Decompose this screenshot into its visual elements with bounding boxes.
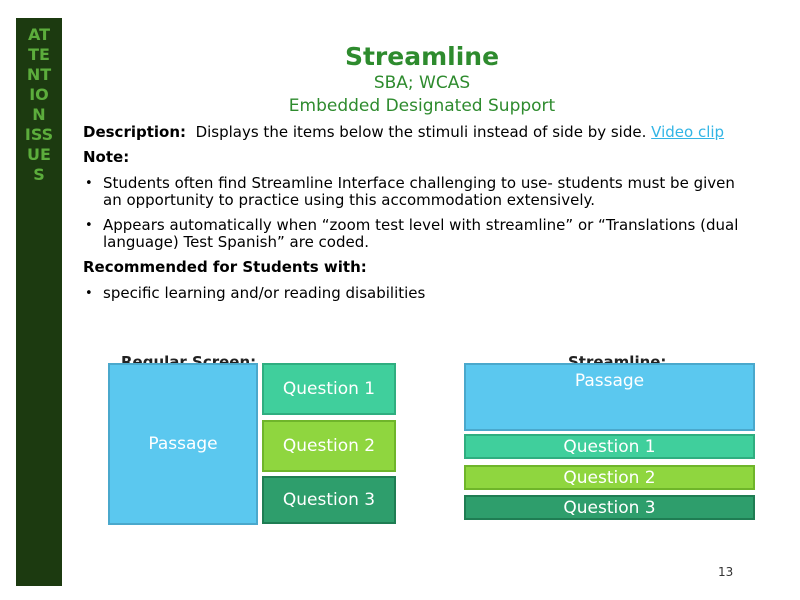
slide-subtitle-tests: SBA; WCAS — [373, 73, 471, 93]
passage-label: Passage — [574, 371, 645, 391]
sidebar-line: S — [33, 165, 45, 184]
regular-question-1-box: Question 1 — [262, 363, 396, 415]
streamline-question-2-box: Question 2 — [464, 465, 755, 490]
regular-question-2-box: Question 2 — [262, 420, 396, 472]
question-label: Question 3 — [282, 490, 376, 510]
sidebar-banner: AT TE NT IO N ISS UE S — [16, 18, 62, 586]
regular-question-3-box: Question 3 — [262, 476, 396, 524]
sidebar-line: NT — [26, 65, 52, 84]
passage-label: Passage — [148, 434, 218, 454]
page-number: 13 — [718, 565, 734, 579]
question-label: Question 1 — [282, 379, 376, 399]
description-text: Displays the items below the stimuli ins… — [195, 123, 647, 141]
streamline-question-3-box: Question 3 — [464, 495, 755, 520]
question-label: Question 2 — [282, 436, 376, 456]
sidebar-line: IO — [29, 85, 49, 104]
video-clip-link[interactable]: Video clip — [651, 123, 725, 141]
slide-subtitle-support: Embedded Designated Support — [288, 96, 556, 116]
note-bullet: Students often find Streamline Interface… — [83, 175, 743, 209]
streamline-question-1-box: Question 1 — [464, 434, 755, 459]
note-heading: Note: — [83, 148, 130, 166]
sidebar-line: TE — [28, 45, 50, 64]
title-block: Streamline SBA; WCAS Embedded Designated… — [82, 42, 762, 118]
regular-passage-box: Passage — [108, 363, 258, 525]
recommended-heading: Recommended for Students with: — [83, 258, 367, 276]
streamline-passage-box: Passage — [464, 363, 755, 431]
sidebar-vertical-text: AT TE NT IO N ISS UE S — [16, 25, 62, 185]
slide-title: Streamline — [344, 42, 500, 71]
sidebar-line: ISS — [24, 125, 54, 144]
slide-content: Description: Displays the items below th… — [83, 124, 743, 310]
question-label: Question 3 — [563, 497, 656, 518]
question-label: Question 2 — [563, 467, 656, 488]
question-label: Question 1 — [563, 436, 656, 457]
note-bullet: Appears automatically when “zoom test le… — [83, 217, 743, 251]
sidebar-line: AT — [27, 25, 51, 44]
sidebar-line: N — [32, 105, 46, 124]
recommended-bullet: specific learning and/or reading disabil… — [83, 285, 743, 303]
sidebar-line: UE — [27, 145, 51, 164]
description-label: Description: — [83, 123, 187, 141]
description-paragraph: Description: Displays the items below th… — [83, 124, 743, 141]
